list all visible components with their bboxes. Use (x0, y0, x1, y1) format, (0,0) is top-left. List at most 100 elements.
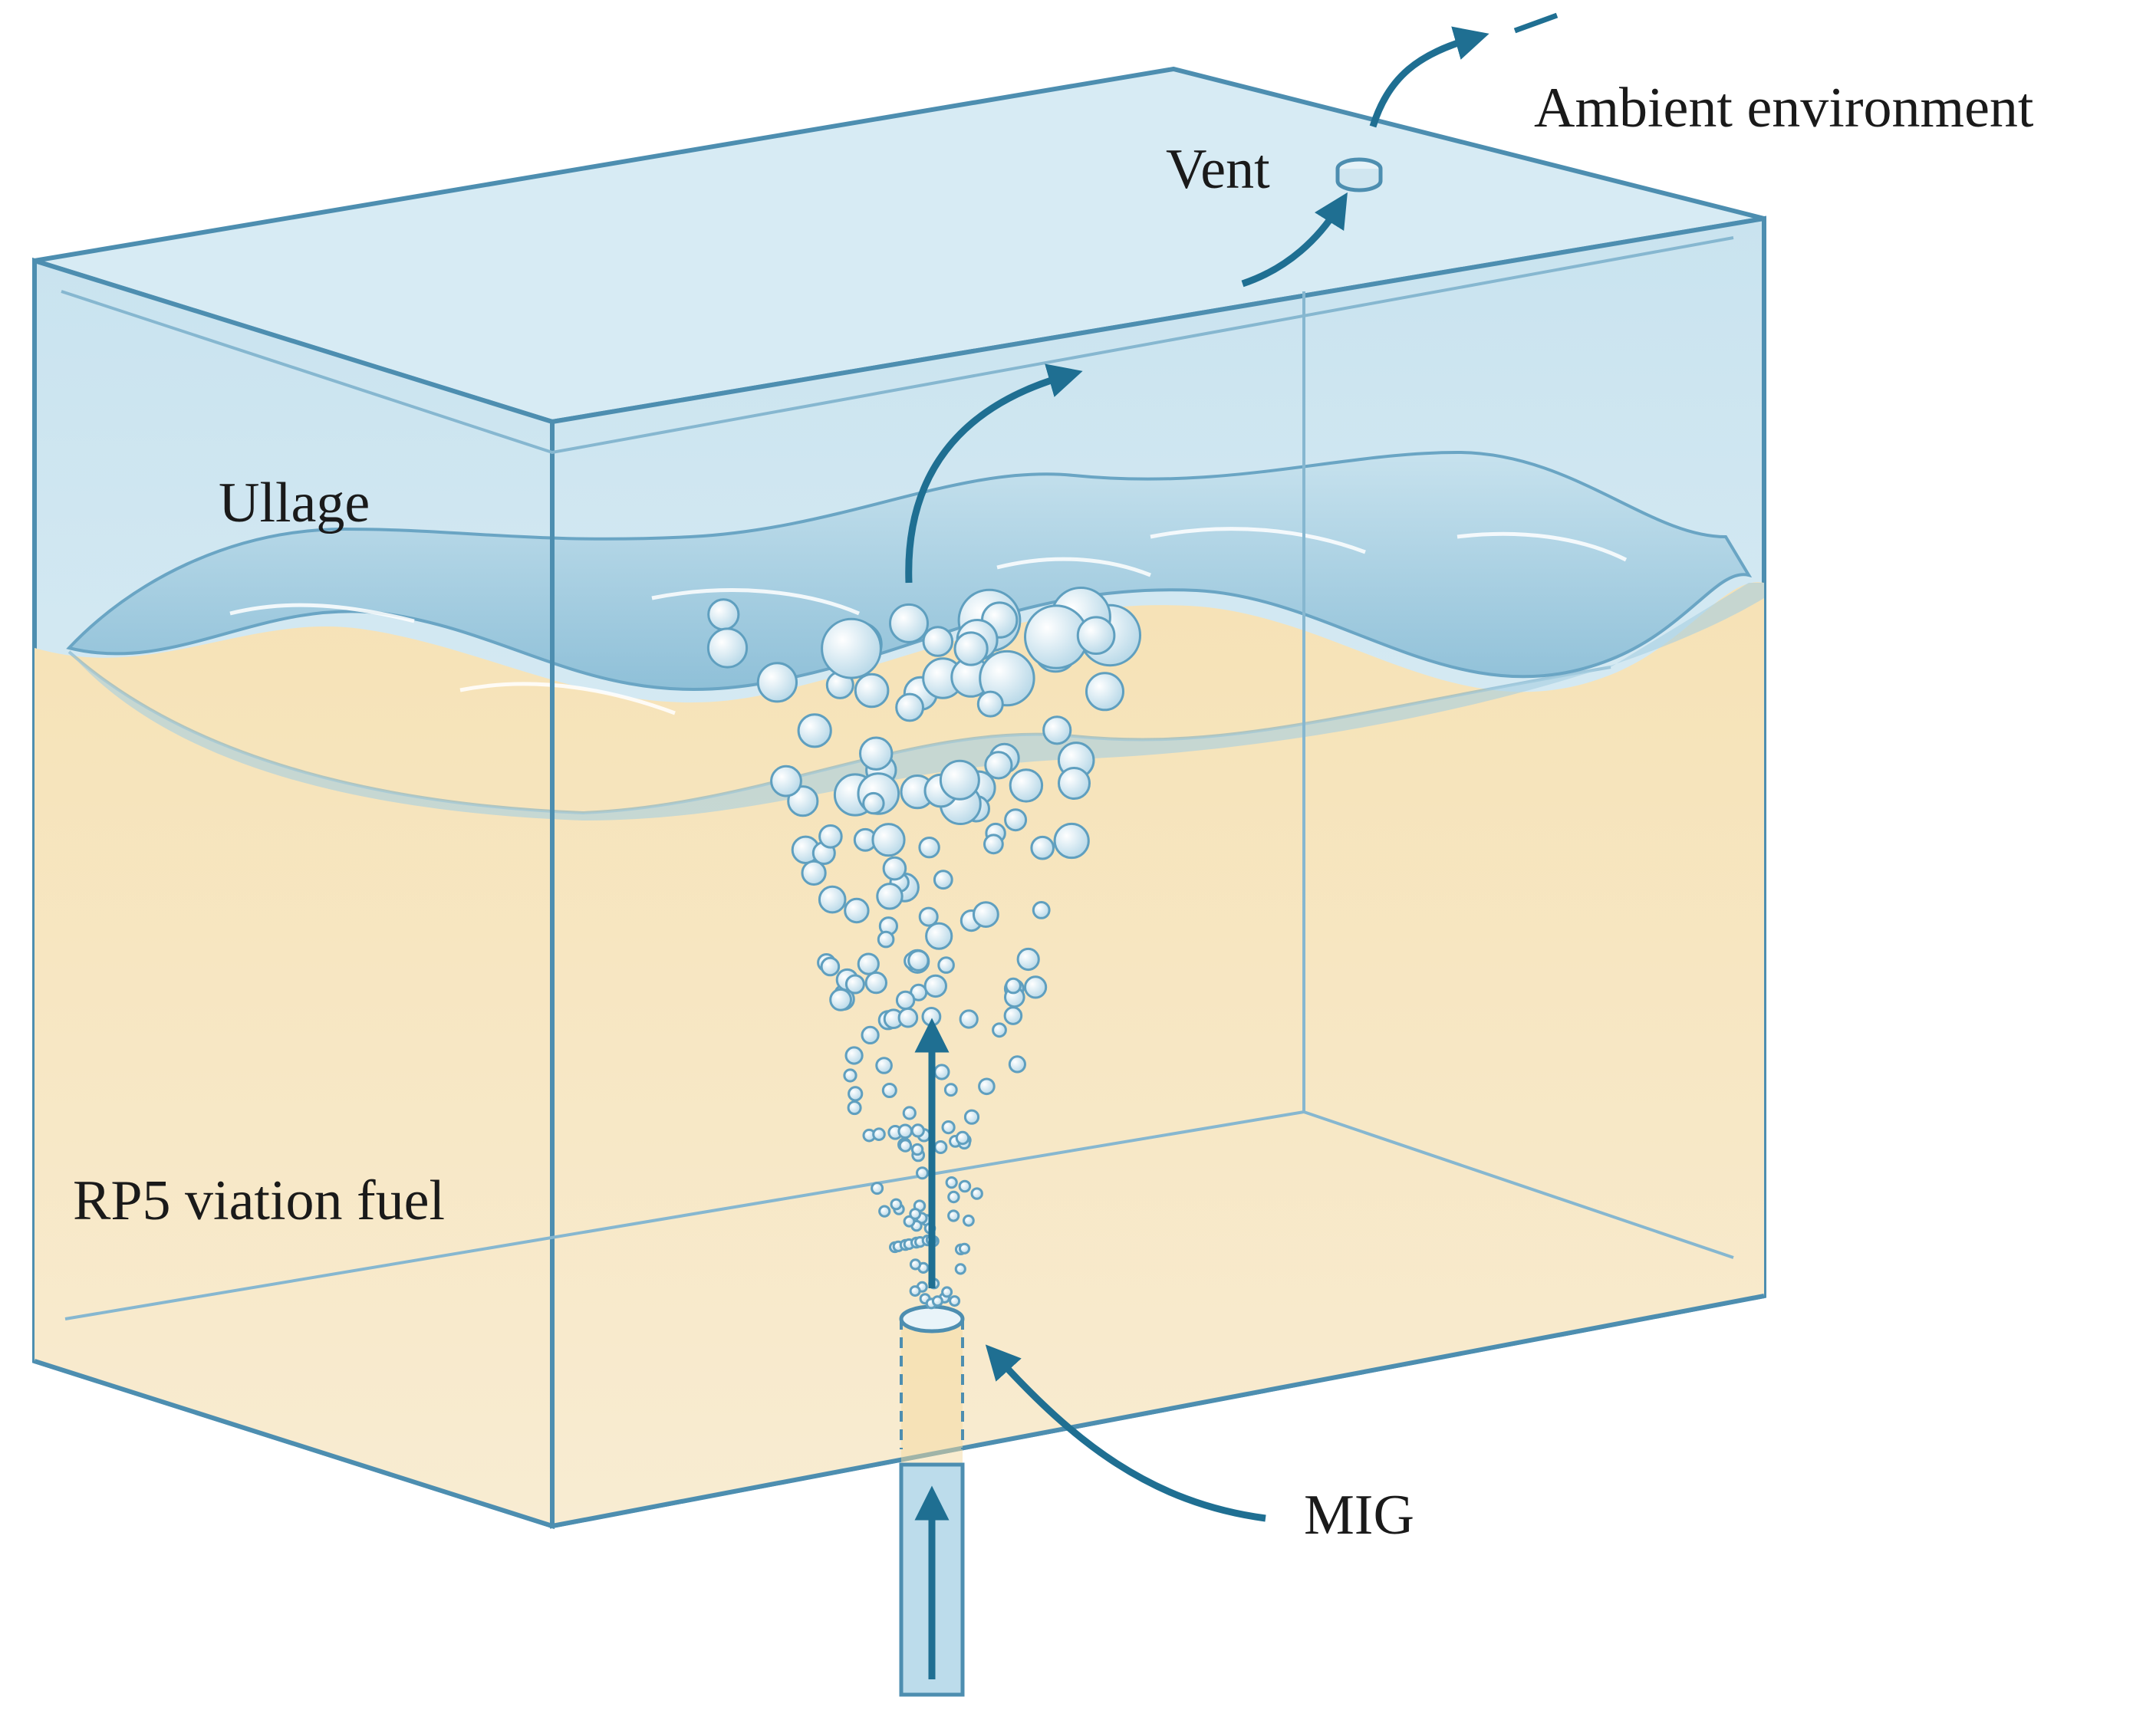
bubble (848, 1086, 864, 1102)
ambient-environment-label: Ambient environment (1534, 77, 2034, 140)
bubble (918, 837, 940, 859)
bubble (916, 1166, 929, 1180)
bubble (992, 1022, 1007, 1038)
bubble (862, 791, 885, 815)
bubble (706, 627, 749, 669)
bubble (859, 736, 894, 771)
bubble-plume (706, 587, 1142, 1310)
bubble (933, 1064, 950, 1080)
flow-arrows (905, 26, 1489, 1679)
bubble (955, 1130, 970, 1146)
bubble (829, 988, 852, 1011)
bubble (872, 1127, 886, 1141)
bubble (947, 1209, 960, 1222)
bubble (797, 713, 832, 748)
bubble (984, 751, 1013, 780)
fuel-label: RP5 viation fuel (73, 1169, 445, 1232)
bubble (871, 1182, 884, 1195)
bubble (843, 1068, 857, 1083)
bubble (947, 1190, 960, 1204)
bubble (963, 1109, 980, 1125)
bubble (801, 860, 827, 886)
bubble (933, 1140, 948, 1154)
bubble (844, 897, 870, 924)
bubble (963, 1214, 975, 1227)
bubble (861, 1025, 880, 1045)
ullage-label: Ullage (219, 472, 370, 534)
bubble (909, 1258, 922, 1271)
tank-body (32, 66, 1766, 1530)
bubble (976, 690, 1004, 718)
bubble (903, 1215, 916, 1228)
bubble (1005, 977, 1022, 995)
bubble (844, 974, 865, 995)
bubble (983, 834, 1004, 855)
bubble (1024, 975, 1048, 999)
bubble (954, 1263, 966, 1275)
bubble (881, 1083, 897, 1098)
bubble (876, 883, 904, 910)
bubble (978, 1077, 996, 1096)
bubble (1008, 1055, 1027, 1074)
bubble (941, 1120, 956, 1135)
bubble (818, 824, 843, 849)
bubble (1030, 835, 1055, 860)
bubble (857, 952, 880, 975)
bubble (890, 1198, 903, 1211)
bubble (882, 856, 907, 881)
bubble (910, 1143, 924, 1156)
bubble (1032, 901, 1051, 919)
bubble (970, 1187, 983, 1200)
bubble (909, 1208, 922, 1220)
bubble (871, 823, 906, 857)
bubble (770, 765, 802, 797)
bubble (844, 1046, 864, 1065)
bubble (818, 885, 847, 914)
bubble (854, 672, 890, 709)
bubble (1009, 768, 1044, 803)
bubble (958, 1242, 971, 1255)
bubble (922, 626, 954, 657)
bubble (907, 949, 930, 972)
bubble (921, 1007, 942, 1027)
bubble (923, 974, 948, 998)
bubble (1016, 947, 1040, 972)
bubble (877, 930, 895, 949)
bubble (943, 1083, 958, 1097)
bubble (941, 1286, 953, 1298)
bubble (909, 1285, 921, 1297)
bubble (937, 956, 955, 974)
bubble (878, 1205, 891, 1218)
bubble (939, 759, 980, 801)
bubble (707, 598, 740, 631)
bubble (973, 901, 999, 928)
bubble (933, 870, 953, 890)
bubble (897, 1123, 913, 1139)
bubble (958, 1179, 972, 1193)
bubble (895, 692, 924, 722)
bubble (1003, 1006, 1023, 1025)
bubble (895, 990, 916, 1011)
bubble (875, 1057, 893, 1074)
arrow-mig-pointer (985, 1344, 1266, 1522)
vent-label: Vent (1166, 138, 1270, 201)
bubble (821, 617, 882, 679)
bubble (959, 1009, 979, 1029)
bubble (945, 1176, 958, 1189)
bubble (1042, 715, 1072, 745)
bubble (925, 922, 953, 950)
bubble (949, 1295, 961, 1307)
bubble (897, 1007, 919, 1028)
bubble (1085, 672, 1124, 712)
bubble (756, 662, 798, 703)
bubble (820, 956, 841, 977)
bubble (889, 603, 929, 643)
fuel-liquid (35, 582, 1764, 1526)
vent-pipe (1335, 157, 1383, 192)
bubble (1058, 767, 1091, 800)
ambient-dash (1513, 12, 1559, 34)
mig-label: MIG (1304, 1484, 1414, 1547)
bubble (1076, 616, 1116, 656)
